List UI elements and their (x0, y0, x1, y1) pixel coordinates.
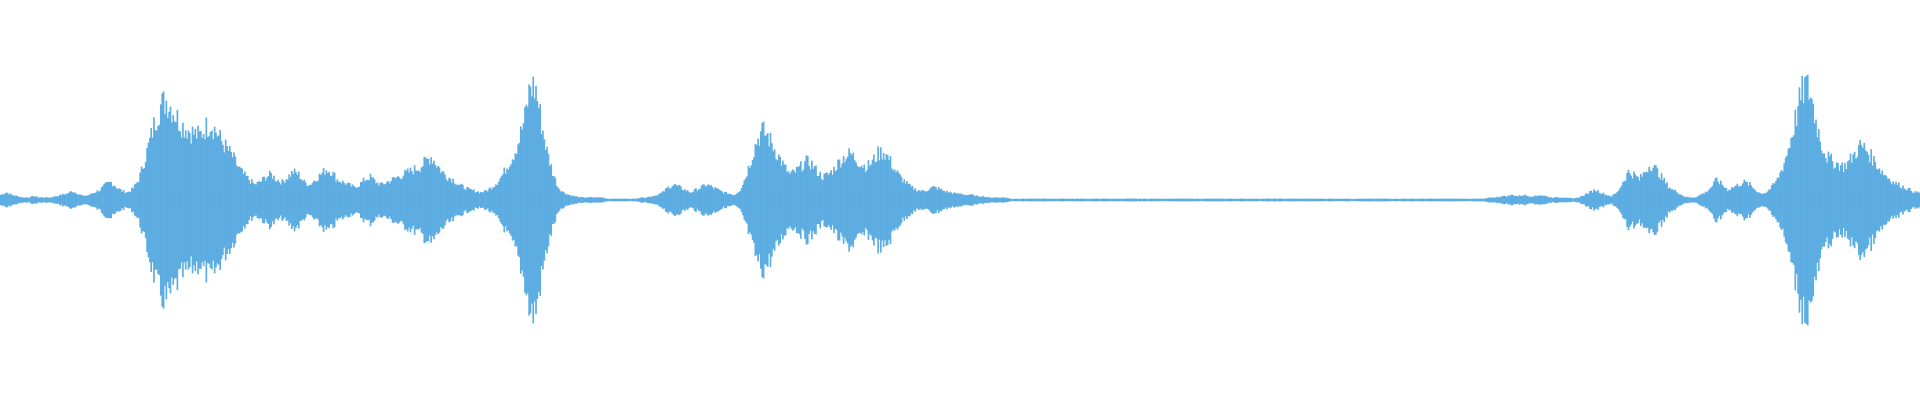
audio-waveform[interactable] (0, 0, 1920, 400)
audio-waveform-panel[interactable] (0, 0, 1920, 400)
